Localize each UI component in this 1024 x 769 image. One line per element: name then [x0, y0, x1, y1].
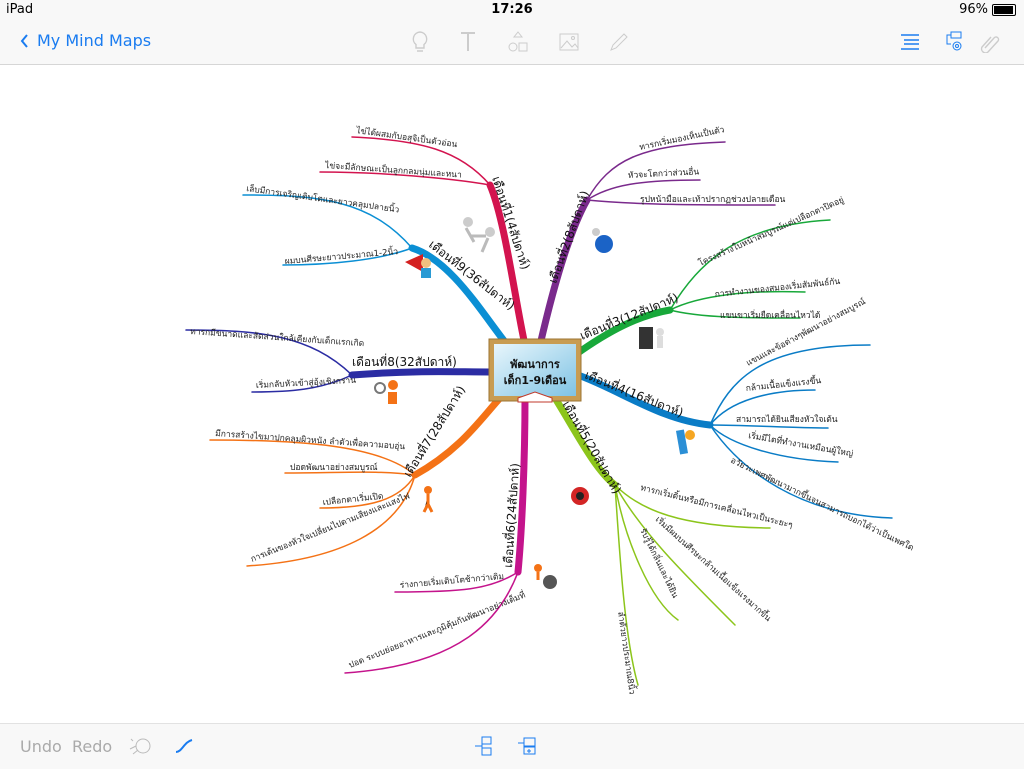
branch-month-4[interactable]: [574, 344, 893, 519]
sub-topic[interactable]: ทารกมีขนาดและสัดส่วนใกล้เคียงกับเด็กแรกเ…: [190, 325, 365, 349]
status-bar: iPad 17:26 96%: [0, 0, 1024, 20]
central-topic[interactable]: พัฒนาการ เด็ก1-9เดือน: [488, 338, 582, 403]
back-label: My Mind Maps: [37, 31, 152, 50]
sub-topic[interactable]: ทารกเริ่มมองเห็นเป็นตัว: [638, 123, 726, 153]
lightbulb-icon[interactable]: [408, 30, 432, 54]
central-topic-line2: เด็ก1-9เดือน: [504, 373, 567, 387]
sub-topic[interactable]: ไข่จะมีลักษณะเป็นลูกกลมนุ่มและหนา: [324, 159, 462, 181]
magnifier-person-icon: [374, 380, 398, 404]
ball-chain-person-icon: [534, 564, 557, 589]
branch-label-month-2[interactable]: เดือนที่2(8สัปดาห์): [544, 188, 592, 285]
branch-label-month-4[interactable]: เดือนที่4(16สัปดาห์): [583, 366, 686, 420]
calculator-person-icon: [639, 327, 664, 349]
sub-topic[interactable]: ร่างกายเริ่มเติบโตช้ากว่าเดิม: [399, 570, 504, 591]
branch-month-8[interactable]: [185, 329, 496, 393]
book-icon: [517, 391, 553, 403]
text-icon[interactable]: [456, 30, 480, 54]
branch-label-month-8[interactable]: เดือนที่8(32สัปดาห์): [352, 353, 457, 369]
undo-button[interactable]: Undo: [20, 737, 62, 756]
people-handshake-icon: [463, 217, 495, 253]
device-label: iPad: [6, 2, 34, 17]
bottom-toolbar: Undo Redo: [0, 723, 1024, 769]
chevron-left-icon: [20, 33, 28, 48]
sub-topic[interactable]: ปอด ระบบย่อยอาหารและภูมิคุ้มกันพัฒนาอย่า…: [347, 588, 528, 670]
sub-topic[interactable]: หัวจะโตกว่าส่วนอื่น: [628, 165, 700, 181]
sub-topic[interactable]: มีการสร้างไขมาปกคลุมผิวหนัง ลำตัวเพื่อคว…: [215, 427, 406, 452]
sub-topic[interactable]: แขนขาเริ่มยืดเคลื่อนไหวได้: [720, 309, 820, 321]
mind-map-canvas[interactable]: เดือนที่1(4สัปดาห์) เดือนที่2(8สัปดาห์) …: [0, 65, 1024, 723]
magic-clean-icon[interactable]: [128, 735, 152, 761]
camera-person-icon: [571, 487, 589, 505]
sub-topic[interactable]: ผมบนศีรษะยาวประมาณ1-2นิ้ว: [284, 245, 399, 267]
back-button[interactable]: My Mind Maps: [20, 31, 151, 50]
branch-month-7[interactable]: [209, 394, 504, 567]
battery-status: 96%: [959, 2, 1016, 17]
sub-topic[interactable]: รูปหน้ามือและเท้าปรากฏช่วงปลายเดือน: [640, 194, 786, 205]
sub-topic[interactable]: กล้ามเนื้อแข็งแรงขึ้น: [745, 374, 822, 394]
runner-person-icon: [422, 486, 434, 513]
branch-month-1[interactable]: [319, 136, 529, 349]
sub-topic[interactable]: ไข่ได้ผสมกับอสุจิเป็นตัวอ่อน: [355, 124, 459, 150]
sub-topic[interactable]: การทำงานของสมองเริ่มสัมพันธ์กัน: [714, 275, 841, 300]
branch-month-5[interactable]: [551, 394, 771, 686]
sub-topic[interactable]: ลำตัวยาวประมาณ8นิ้ว: [615, 611, 639, 696]
sub-topic[interactable]: เริ่มมีไตที่ทำงานเหมือนผู้ใหญ่: [747, 429, 854, 459]
sub-topic[interactable]: เล็บมีการเจริญเติบโตและยาวคลุมปลายนิ้ว: [246, 182, 401, 215]
pencil-person-icon: [675, 429, 695, 455]
globe-person-icon: [592, 228, 613, 253]
map-settings-icon[interactable]: [942, 30, 966, 54]
add-sibling-topic-icon[interactable]: [516, 735, 538, 761]
pencil-icon[interactable]: [607, 30, 631, 54]
sub-topic[interactable]: สามารถได้ยินเสียงหัวใจเต้น: [736, 414, 838, 425]
redo-button[interactable]: Redo: [72, 737, 113, 756]
battery-percent: 96%: [959, 2, 988, 17]
sub-topic[interactable]: อวัยวะเพศพัฒนามากขึ้นจนสามารถบอกได้ว่าเป…: [729, 454, 916, 554]
mind-map: เดือนที่1(4สัปดาห์) เดือนที่2(8สัปดาห์) …: [185, 123, 916, 696]
branch-month-6[interactable]: [344, 394, 529, 674]
central-topic-line1: พัฒนาการ: [510, 358, 560, 371]
shapes-icon[interactable]: [506, 30, 530, 54]
nav-bar: My Mind Maps: [0, 20, 1024, 65]
battery-icon: [992, 3, 1016, 16]
megaphone-person-icon: [405, 254, 431, 278]
branch-month-9[interactable]: [242, 194, 509, 346]
branch-month-2[interactable]: [536, 141, 776, 349]
line-style-icon[interactable]: [173, 736, 195, 760]
attachment-icon[interactable]: [978, 30, 1002, 54]
outline-list-icon[interactable]: [898, 30, 922, 54]
clock: 17:26: [491, 2, 533, 17]
sub-topic[interactable]: ปอดพัฒนาอย่างสมบูรณ์: [290, 462, 378, 473]
branch-month-3[interactable]: [571, 219, 831, 359]
sub-topic[interactable]: เริ่มมีผมบนศีรษะกล้ามเนื้อแข็งแรงมากขึ้น: [653, 513, 774, 624]
sub-topic[interactable]: แขนและข้อต่างๆพัฒนาอย่างสมบูรณ์: [744, 296, 867, 369]
branch-label-month-5[interactable]: เดือนที่5(20สัปดาห์): [559, 398, 625, 497]
add-child-topic-icon[interactable]: [472, 735, 494, 761]
image-icon[interactable]: [557, 30, 581, 54]
branch-label-month-3[interactable]: เดือนที่3(12สัปดาห์): [577, 289, 680, 343]
